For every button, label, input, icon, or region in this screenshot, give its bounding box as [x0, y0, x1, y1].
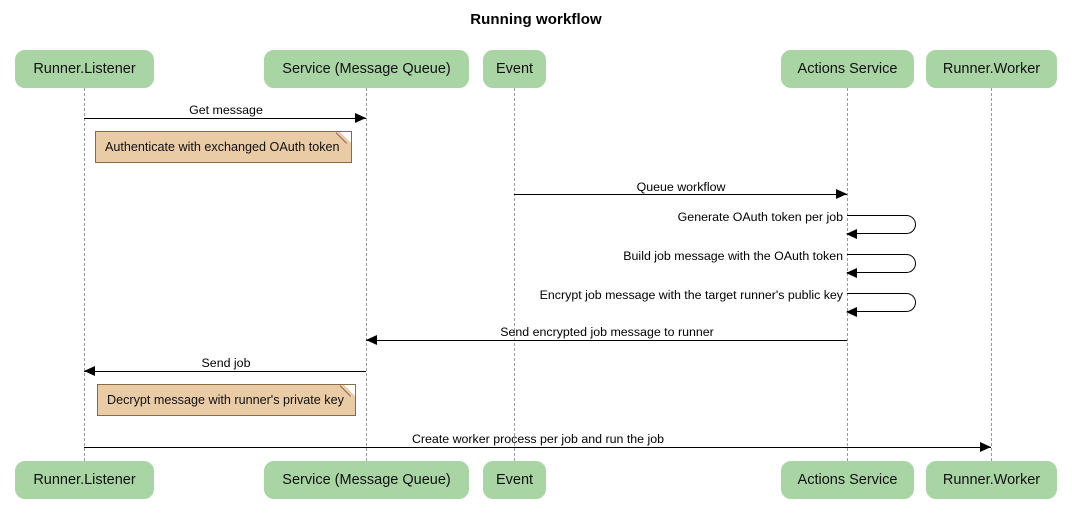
message-line — [366, 340, 847, 341]
message-line — [84, 447, 991, 448]
participant-label: Actions Service — [797, 61, 898, 77]
page-title: Running workflow — [470, 11, 602, 28]
arrowhead-left — [846, 306, 857, 317]
note-label: Decrypt message with runner's private ke… — [107, 393, 344, 407]
self-loop-path — [847, 215, 916, 234]
message-label: Create worker process per job and run th… — [411, 432, 665, 446]
participant-event-top[interactable]: Event — [483, 50, 546, 88]
arrowhead-right — [980, 442, 991, 453]
message-line — [514, 194, 847, 195]
message-label: Send job — [201, 356, 251, 370]
message-label: Encrypt job message with the target runn… — [539, 288, 843, 302]
participant-runner-listener-bottom[interactable]: Runner.Listener — [15, 461, 154, 499]
participant-actions-service-bottom[interactable]: Actions Service — [781, 461, 914, 499]
lifeline-runner-listener — [84, 88, 85, 461]
arrowhead-right — [355, 113, 366, 124]
note-label: Authenticate with exchanged OAuth token — [105, 140, 340, 154]
participant-label: Runner.Worker — [942, 472, 1041, 488]
lifeline-event — [514, 88, 515, 461]
lifeline-service-message-queue — [366, 88, 367, 461]
arrowhead-left — [84, 366, 95, 377]
participant-label: Event — [495, 472, 534, 488]
arrowhead-left — [846, 228, 857, 239]
participant-runner-worker-bottom[interactable]: Runner.Worker — [926, 461, 1057, 499]
participant-label: Runner.Worker — [942, 61, 1041, 77]
participant-label: Event — [495, 61, 534, 77]
note-decrypt-note: Decrypt message with runner's private ke… — [97, 384, 356, 416]
message-line — [84, 118, 366, 119]
participant-label: Actions Service — [797, 472, 898, 488]
participant-event-bottom[interactable]: Event — [483, 461, 546, 499]
participant-actions-service-top[interactable]: Actions Service — [781, 50, 914, 88]
message-label: Generate OAuth token per job — [677, 210, 843, 224]
lifeline-runner-worker — [991, 88, 992, 461]
participant-runner-listener-top[interactable]: Runner.Listener — [15, 50, 154, 88]
participant-runner-worker-top[interactable]: Runner.Worker — [926, 50, 1057, 88]
message-label: Get message — [189, 103, 263, 117]
participant-label: Runner.Listener — [33, 61, 136, 77]
arrowhead-left — [366, 335, 377, 346]
participant-service-message-queue-top[interactable]: Service (Message Queue) — [264, 50, 469, 88]
participant-label: Runner.Listener — [33, 472, 136, 488]
note-fold-edge-icon — [336, 131, 352, 147]
participant-label: Service (Message Queue) — [282, 61, 451, 77]
self-loop-path — [847, 293, 916, 312]
message-line — [84, 371, 366, 372]
participant-label: Service (Message Queue) — [282, 472, 451, 488]
arrowhead-left — [846, 267, 857, 278]
message-label: Queue workflow — [636, 180, 726, 194]
message-label: Send encrypted job message to runner — [500, 325, 714, 339]
message-label: Build job message with the OAuth token — [623, 249, 843, 263]
participant-service-message-queue-bottom[interactable]: Service (Message Queue) — [264, 461, 469, 499]
self-loop-path — [847, 254, 916, 273]
note-fold-edge-icon — [340, 384, 356, 400]
note-authenticate-note: Authenticate with exchanged OAuth token — [95, 131, 352, 163]
arrowhead-right — [836, 189, 847, 200]
